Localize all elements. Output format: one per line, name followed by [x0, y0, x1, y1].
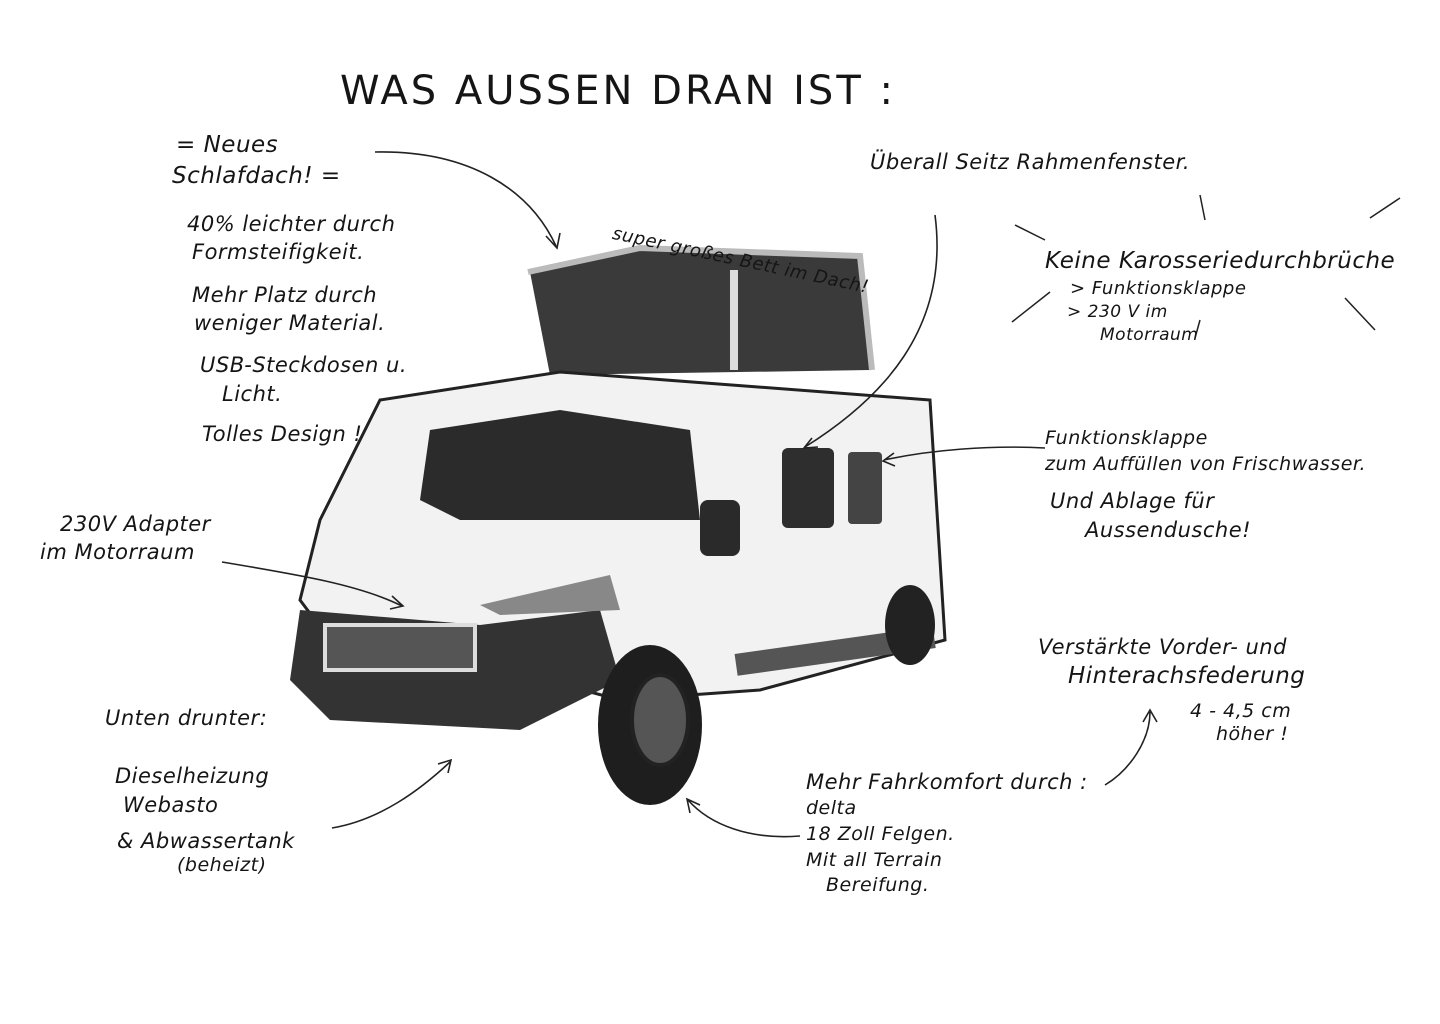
arrow-roof [374, 151, 561, 250]
arrow-flap [881, 446, 1046, 467]
no-holes-note: Keine Karosseriedurchbrüche > Funktionsk… [1045, 246, 1395, 347]
comfort-line: delta [806, 797, 857, 820]
adapter-line: im Motorraum [40, 540, 195, 565]
roof-line: 40% leichter durch [187, 212, 396, 237]
suspension-note: Verstärkte Vorder- und Hinterachsfederun… [1038, 633, 1305, 746]
annotation-arrows [221, 151, 1158, 838]
roof-line: USB-Steckdosen u. [200, 353, 408, 378]
roof-line: Tolles Design ! [202, 422, 363, 447]
no-holes-item: > Funktionsklappe [1070, 278, 1247, 300]
arrow-windows [802, 214, 938, 449]
roof-note: = Neues Schlafdach! = 40% leichter durch… [172, 130, 407, 449]
sprig-decorations [1011, 194, 1401, 339]
underneath-line: Webasto [123, 792, 219, 817]
suspension-height: 4 - 4,5 cm [1190, 700, 1292, 723]
suspension-line: Hinterachsfederung [1068, 663, 1306, 690]
adapter-note: 230V Adapter im Motorraum [40, 510, 211, 567]
roof-line: Formsteifigkeit. [192, 240, 365, 265]
underneath-line: Dieselheizung [115, 764, 270, 789]
rear-wheel [885, 585, 935, 665]
adapter-line: 230V Adapter [60, 512, 211, 536]
page-title: WAS AUSSEN DRAN IST : [340, 68, 896, 114]
roof-line: Licht. [222, 381, 283, 406]
no-holes-item: > 230 V im [1067, 302, 1168, 323]
flap-note: Funktionsklappe zum Auffüllen von Frisch… [1045, 426, 1366, 544]
underneath-line: (beheizt) [177, 854, 267, 877]
underneath-heading: Unten drunter: [105, 706, 268, 730]
windows-note: Überall Seitz Rahmenfenster. [870, 150, 1191, 174]
suspension-height: höher ! [1216, 723, 1289, 746]
comfort-line: Bereifung. [826, 874, 930, 897]
roof-line: weniger Material. [194, 311, 386, 336]
arrow-suspension [1104, 708, 1158, 786]
flap-line: zum Auffüllen von Frischwasser. [1045, 452, 1366, 475]
no-holes-item: Motorraum [1100, 325, 1199, 346]
comfort-note: Mehr Fahrkomfort durch : delta 18 Zoll F… [806, 768, 1088, 899]
pop-up-roof [527, 244, 875, 375]
roof-heading-1: = Neues [176, 132, 279, 158]
underneath-note: Unten drunter: Dieselheizung Webasto & A… [105, 704, 295, 876]
arrow-adapter [221, 561, 405, 610]
arrow-wheel [685, 797, 801, 838]
roof-heading-2: Schlafdach! = [172, 163, 341, 190]
arrow-underneath [331, 758, 453, 829]
comfort-line: Mit all Terrain [806, 848, 943, 871]
front-wheel [598, 645, 702, 805]
underneath-line: & Abwassertank [117, 829, 295, 854]
suspension-line: Verstärkte Vorder- und [1038, 635, 1287, 659]
comfort-line: 18 Zoll Felgen. [806, 822, 955, 845]
roof-line: Mehr Platz durch [192, 282, 378, 307]
no-holes-heading: Keine Karosseriedurchbrüche [1045, 248, 1396, 274]
flap-line: Und Ablage für [1050, 489, 1215, 514]
flap-line: Aussendusche! [1085, 517, 1252, 542]
flap-line: Funktionsklappe [1045, 427, 1208, 449]
comfort-heading: Mehr Fahrkomfort durch : [806, 770, 1088, 794]
